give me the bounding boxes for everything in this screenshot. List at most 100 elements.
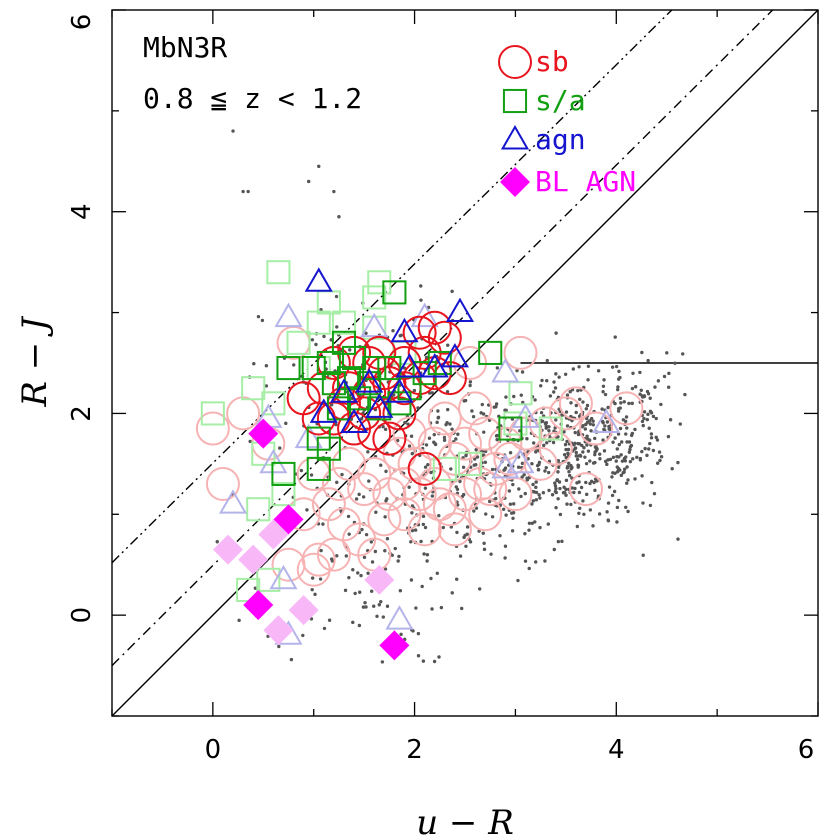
y-tick-label: 2 — [67, 405, 97, 422]
background-point — [593, 477, 598, 481]
background-point — [512, 502, 516, 506]
background-point — [381, 424, 385, 429]
background-point — [630, 431, 635, 436]
background-point — [433, 441, 437, 446]
background-point — [424, 443, 429, 447]
axes — [111, 9, 819, 717]
point-s-a — [387, 391, 412, 416]
background-point — [322, 626, 327, 631]
point-s-a — [478, 340, 503, 365]
point-agn-faded — [385, 605, 414, 630]
background-point — [607, 485, 612, 489]
background-point — [603, 424, 607, 428]
point-bl-agn — [273, 504, 304, 535]
background-point — [306, 179, 311, 184]
background-point — [490, 515, 495, 519]
point-s-a — [498, 416, 523, 441]
background-point — [554, 505, 558, 510]
background-point — [544, 426, 548, 430]
point-bl-agn-faded — [263, 615, 294, 646]
background-point — [610, 493, 615, 498]
point-s-a — [377, 355, 402, 381]
background-point — [344, 554, 349, 558]
background-point — [421, 514, 426, 519]
background-point — [241, 189, 245, 194]
point-agn — [385, 378, 414, 403]
background-point — [591, 423, 596, 427]
background-point — [398, 589, 403, 593]
background-point — [381, 615, 385, 619]
background-point — [617, 455, 621, 459]
background-point — [650, 480, 654, 485]
point-sb-faded — [226, 396, 261, 431]
background-point — [602, 378, 606, 382]
background-point — [337, 215, 341, 219]
background-point — [520, 475, 524, 479]
background-point — [605, 510, 609, 514]
point-agn — [395, 353, 424, 378]
background-point — [622, 470, 626, 474]
background-point — [366, 450, 370, 454]
background-point — [606, 405, 610, 410]
background-point — [357, 492, 361, 497]
background-point — [340, 472, 344, 477]
background-point — [616, 385, 620, 389]
background-point — [490, 467, 495, 472]
background-point — [379, 599, 383, 604]
background-point — [437, 513, 441, 518]
background-point — [439, 605, 444, 610]
background-point — [475, 455, 480, 459]
background-point — [641, 553, 645, 557]
background-point — [412, 388, 417, 393]
background-point — [396, 438, 400, 443]
background-point — [577, 490, 582, 495]
background-point — [593, 460, 597, 465]
background-point — [231, 129, 235, 133]
background-point — [437, 655, 441, 659]
background-point — [544, 465, 548, 470]
background-point — [527, 528, 531, 532]
background-point — [335, 480, 339, 485]
background-point — [413, 528, 418, 532]
point-agn — [355, 368, 384, 393]
background-point — [564, 455, 568, 460]
background-point — [618, 375, 622, 380]
background-point — [419, 539, 423, 544]
point-s-a-faded — [306, 310, 331, 335]
background-point — [397, 554, 401, 559]
point-s-a-faded — [432, 456, 457, 481]
background-point — [538, 525, 542, 530]
background-point — [552, 380, 556, 384]
background-point — [327, 618, 332, 622]
background-point — [454, 437, 458, 441]
background-point — [598, 452, 602, 456]
background-point — [606, 501, 611, 505]
background-point — [432, 659, 437, 664]
point-agn-faded — [491, 358, 520, 383]
background-point — [516, 578, 520, 583]
background-point — [564, 493, 568, 497]
background-point — [584, 416, 589, 421]
background-point — [646, 358, 650, 363]
background-point — [579, 485, 584, 490]
point-sb-faded — [468, 416, 503, 451]
background-point — [554, 372, 558, 376]
point-agn — [420, 353, 449, 378]
background-point — [503, 466, 508, 470]
point-agn-faded — [218, 489, 248, 514]
background-point — [563, 372, 568, 376]
background-point — [601, 384, 606, 388]
background-point — [487, 499, 492, 504]
background-point — [578, 506, 582, 510]
point-agn-faded — [410, 302, 439, 328]
background-point — [410, 528, 415, 533]
background-point — [553, 481, 557, 485]
background-point — [601, 421, 605, 425]
background-point — [423, 525, 428, 530]
background-point — [521, 400, 525, 405]
background-point — [626, 478, 630, 482]
point-sb-faded — [271, 547, 306, 582]
background-point — [616, 432, 621, 436]
background-point — [534, 480, 538, 484]
